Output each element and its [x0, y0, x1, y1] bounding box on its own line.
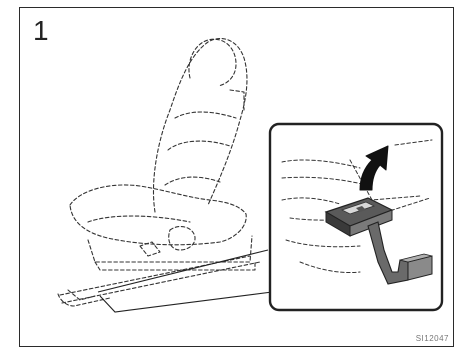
car-seat-illustration [58, 39, 260, 306]
leader-lines [98, 250, 272, 312]
magnified-lever-detail [270, 124, 442, 310]
figure-reference-code: SI12047 [416, 334, 449, 343]
